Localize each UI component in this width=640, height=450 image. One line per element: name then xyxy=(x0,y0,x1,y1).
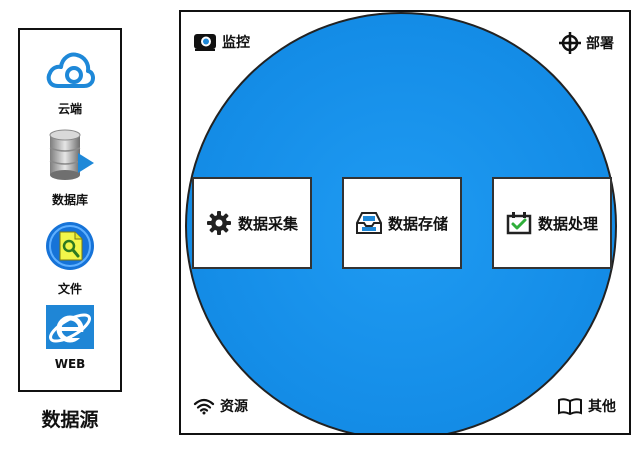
corner-label: 监控 xyxy=(222,35,250,51)
corner-label: 其他 xyxy=(588,399,616,415)
monitor-icon xyxy=(193,32,217,52)
corner-monitor[interactable]: 监控 xyxy=(193,32,250,52)
corner-deploy[interactable]: 部署 xyxy=(559,32,614,54)
module-data-collection[interactable]: 数据采集 xyxy=(192,177,312,269)
source-item-database[interactable]: 数据库 xyxy=(20,127,120,208)
storage-icon xyxy=(355,211,382,235)
processing-icon xyxy=(506,211,532,235)
source-label: WEB xyxy=(54,357,86,371)
corner-resources[interactable]: 资源 xyxy=(193,396,248,416)
file-search-icon xyxy=(20,220,120,276)
platform-panel: 监控 部署 资源 其他 xyxy=(179,10,631,435)
source-label: 文件 xyxy=(57,282,82,296)
ie-browser-icon xyxy=(20,305,120,353)
database-icon xyxy=(20,127,120,187)
corner-label: 部署 xyxy=(586,36,614,52)
module-data-processing[interactable]: 数据处理 xyxy=(492,177,612,269)
data-source-title: 数据源 xyxy=(41,409,99,431)
module-label: 数据采集 xyxy=(237,214,298,233)
module-label: 数据处理 xyxy=(537,214,598,233)
module-data-storage[interactable]: 数据存储 xyxy=(342,177,462,269)
book-icon xyxy=(557,397,583,415)
wifi-icon xyxy=(193,397,215,415)
source-label: 数据库 xyxy=(51,193,88,207)
gear-icon xyxy=(206,210,232,236)
corner-label: 资源 xyxy=(220,399,248,415)
source-label: 云端 xyxy=(57,102,82,116)
corner-other[interactable]: 其他 xyxy=(557,396,616,416)
source-item-web[interactable]: WEB xyxy=(20,305,120,371)
data-source-panel: 云端 数据库 xyxy=(18,28,122,392)
cloud-icon xyxy=(20,48,120,96)
source-item-cloud[interactable]: 云端 xyxy=(20,48,120,117)
crosshair-icon xyxy=(559,32,581,54)
module-label: 数据存储 xyxy=(387,214,448,233)
source-item-file[interactable]: 文件 xyxy=(20,220,120,297)
